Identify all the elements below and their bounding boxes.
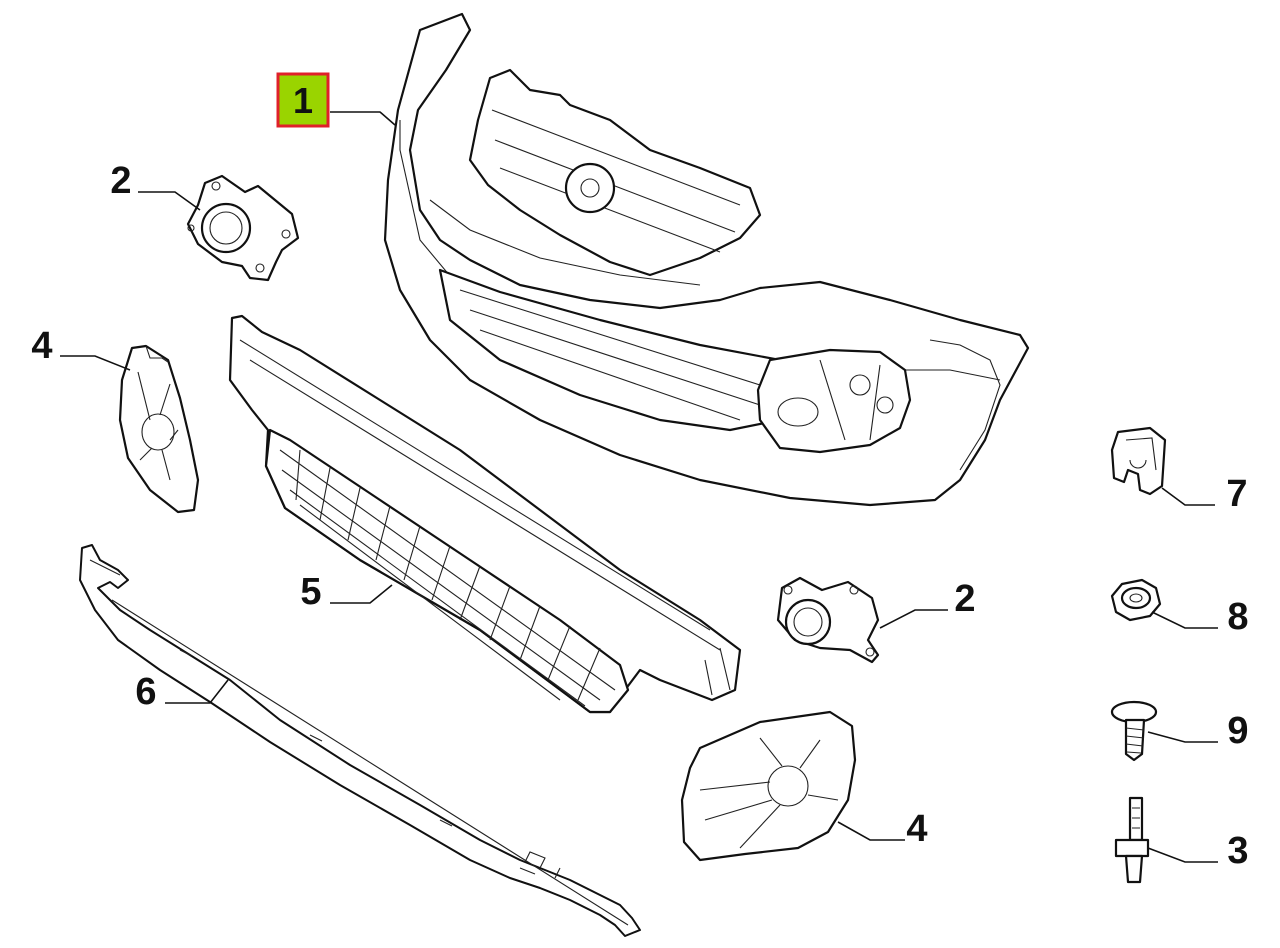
fog-bracket-right-part[interactable] [776,576,880,664]
callout-3[interactable]: 3 [1227,830,1248,872]
leader-line-4-right [837,821,905,841]
callout-5[interactable]: 5 [300,571,321,613]
leader-line-3 [1147,847,1218,863]
callout-1: 1 [293,80,313,121]
callout-9[interactable]: 9 [1227,710,1248,752]
fog-bezel-right-part[interactable] [680,710,857,862]
fog-bracket-left-part[interactable] [186,174,300,282]
callout-1-highlight[interactable]: 1 [276,72,330,128]
fog-bezel-left-part[interactable] [118,344,200,514]
callout-6[interactable]: 6 [135,671,156,713]
leader-line-5 [330,584,393,604]
callout-4-right[interactable]: 4 [906,808,927,850]
front-bumper-part[interactable] [383,12,1030,507]
callout-highlight-box [276,72,330,128]
spoiler-strip-part[interactable] [79,544,641,937]
leader-line-4-left [60,355,131,371]
stud-part[interactable] [1114,796,1150,884]
leader-line-1 [330,111,396,126]
nut-part[interactable] [1110,578,1162,622]
callout-4-left[interactable]: 4 [31,325,52,367]
leader-line-8 [1151,611,1218,629]
callout-8[interactable]: 8 [1227,596,1248,638]
leader-line-7 [1161,487,1215,506]
leader-line-2-left [138,191,201,211]
callout-2-left[interactable]: 2 [110,160,131,202]
screw-part[interactable] [1110,700,1158,762]
callout-7[interactable]: 7 [1226,473,1247,515]
leader-line-6 [165,679,229,704]
callout-2-right[interactable]: 2 [954,578,975,620]
clip-part[interactable] [1110,426,1167,496]
leader-line-9 [1147,731,1218,743]
lower-grille-part[interactable] [228,314,742,714]
leader-line-2-right [879,609,948,629]
